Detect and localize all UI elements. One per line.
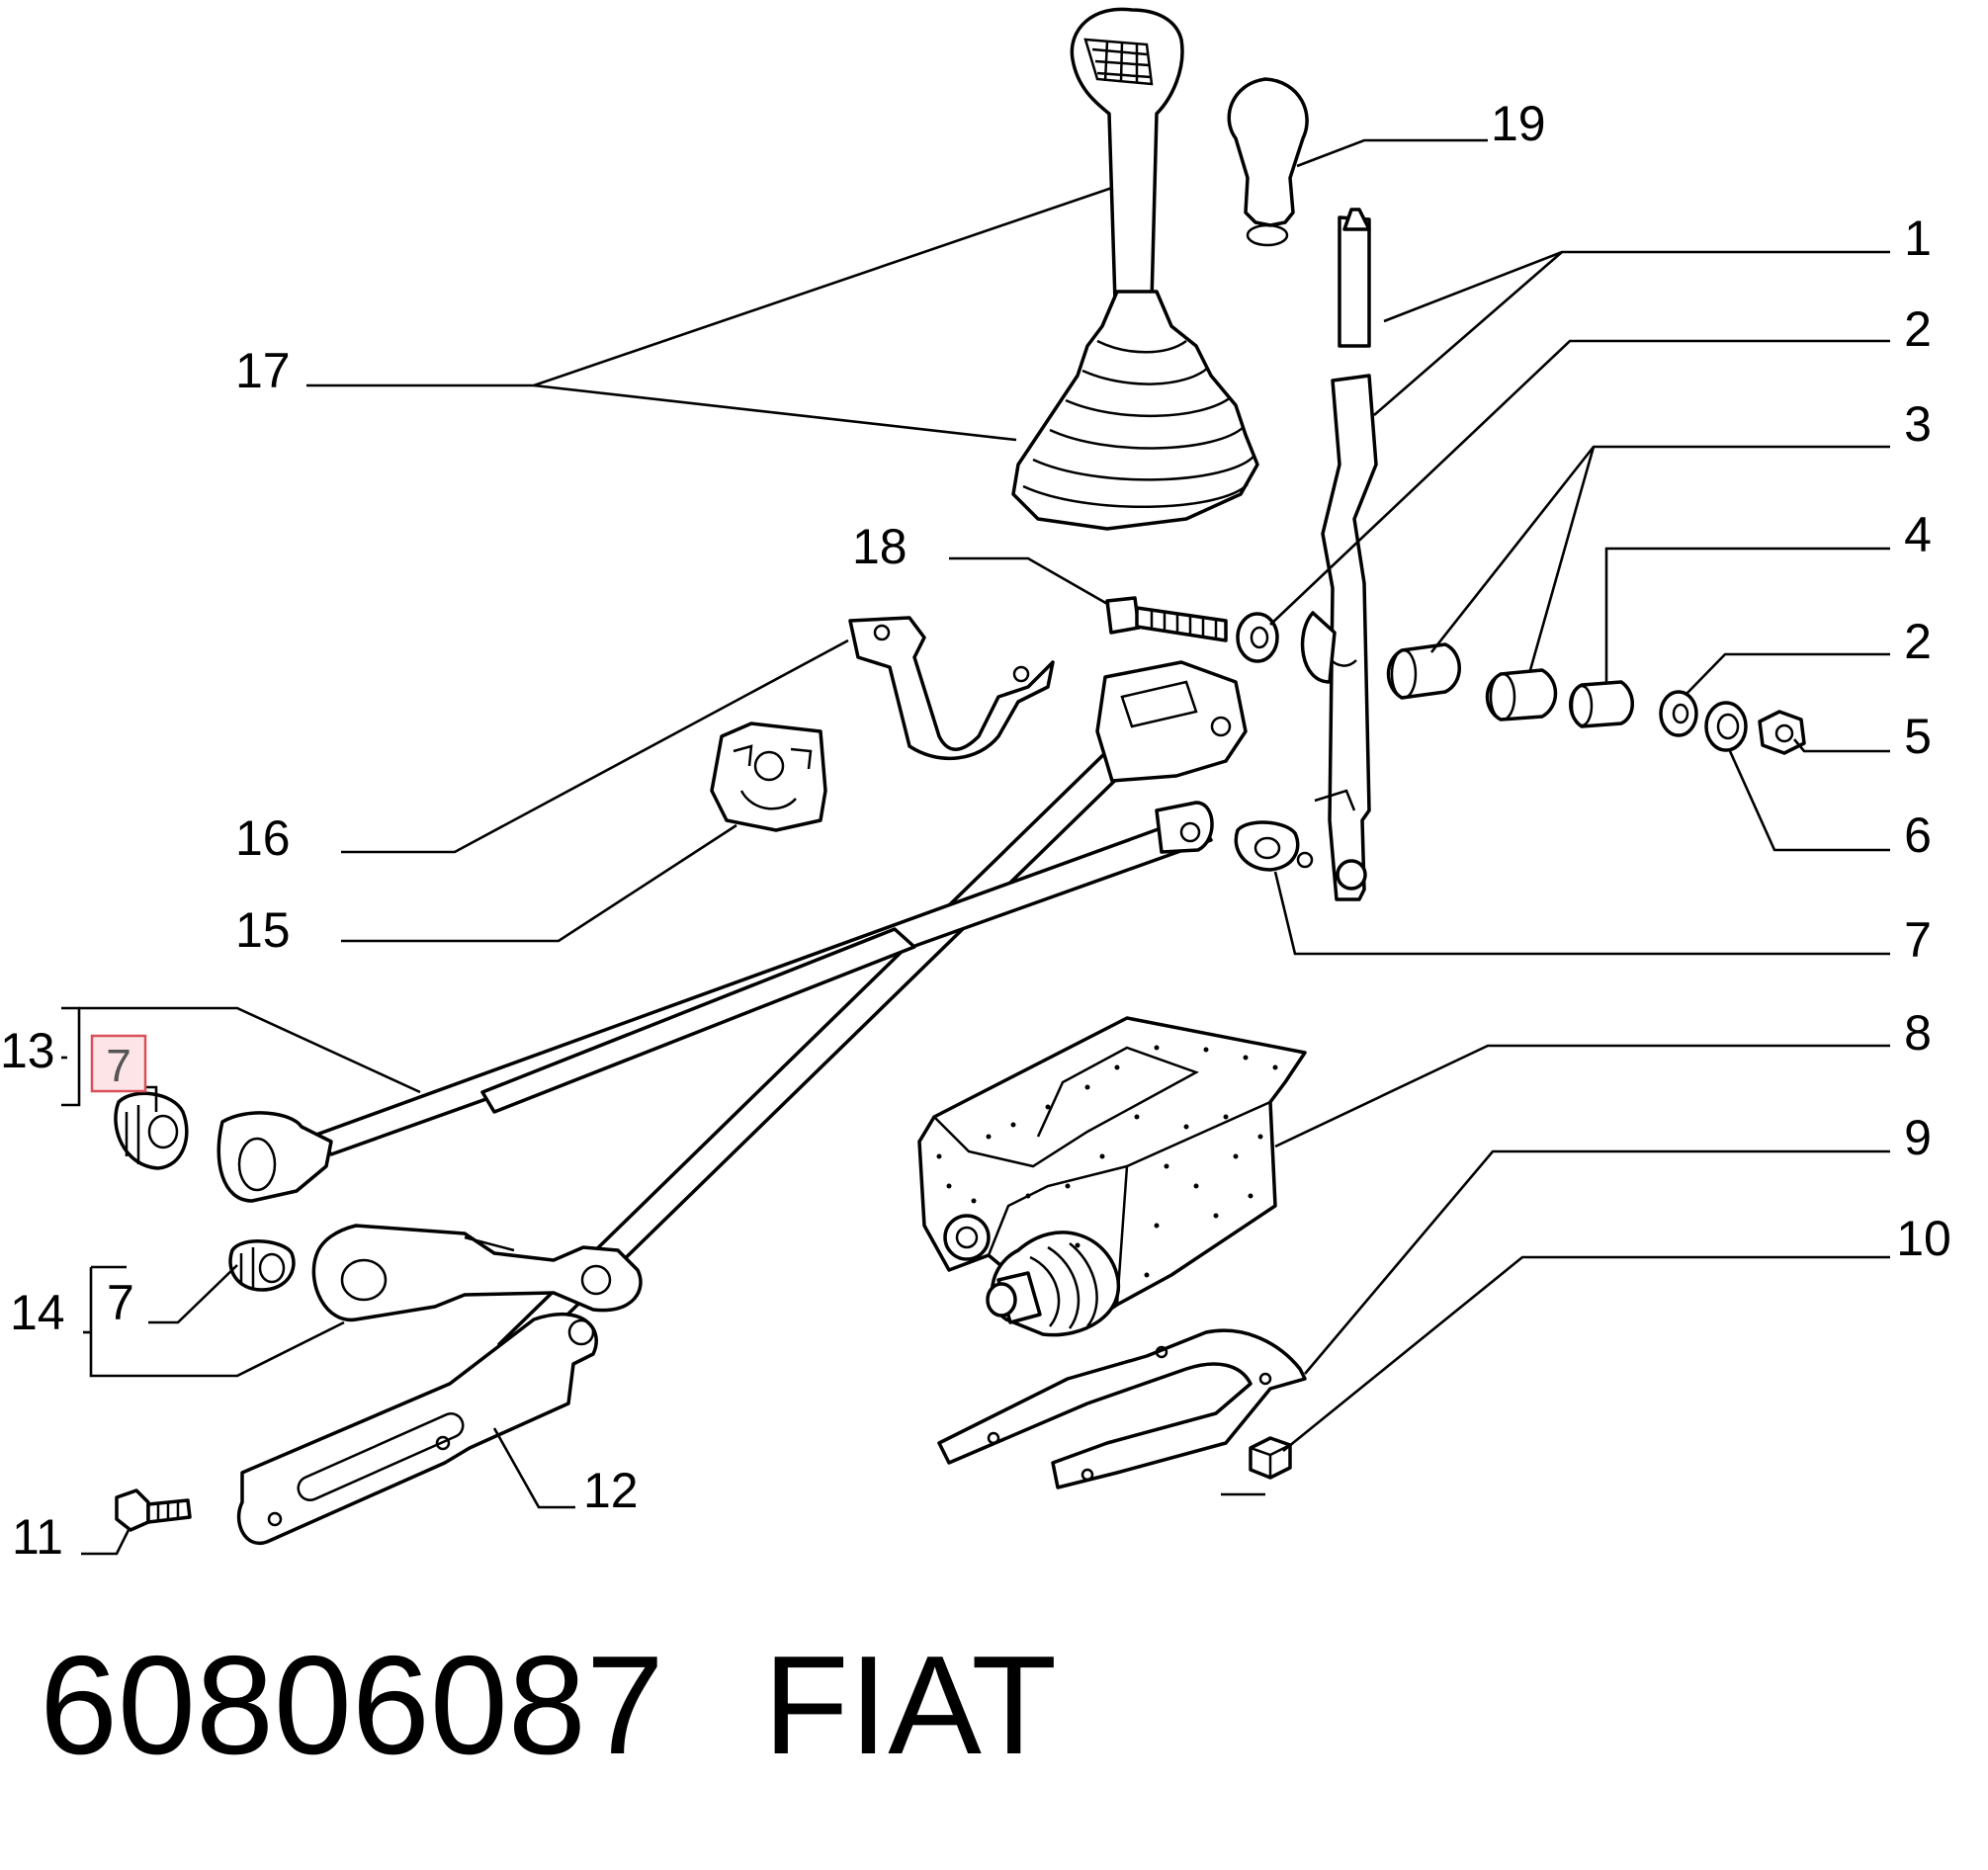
bushings-right <box>1105 596 1806 872</box>
selector-rod-part-1 <box>1300 208 1378 901</box>
mounting-plate-part-12 <box>236 1313 598 1546</box>
callout-2-lower: 2 <box>1904 614 1932 669</box>
callout-14-item-7: 7 <box>107 1275 134 1330</box>
gasket-part-9 <box>937 1328 1307 1489</box>
callout-3: 3 <box>1904 396 1932 452</box>
callout-13: 13 <box>0 1023 55 1078</box>
highlighted-callout-box[interactable] <box>90 1034 147 1093</box>
callout-4: 4 <box>1904 507 1932 562</box>
callout-1: 1 <box>1904 211 1932 266</box>
grommets-left-part-7 <box>114 1091 296 1292</box>
callout-9: 9 <box>1904 1110 1932 1165</box>
callout-5: 5 <box>1904 709 1932 764</box>
gear-lever-part-17 <box>1011 7 1259 531</box>
control-rods <box>216 660 1248 1361</box>
callout-18: 18 <box>852 519 908 574</box>
bracket-part-16 <box>848 616 1055 760</box>
callout-8: 8 <box>1904 1005 1932 1061</box>
callout-2-upper: 2 <box>1904 301 1932 357</box>
callout-12: 12 <box>583 1463 639 1518</box>
callout-16: 16 <box>235 810 291 866</box>
brand-name: FIAT <box>763 1627 1058 1784</box>
callout-17: 17 <box>235 343 291 398</box>
gear-knob-part-19 <box>1227 77 1309 247</box>
callout-14: 14 <box>10 1285 65 1340</box>
part-number: 60806087 <box>40 1627 664 1784</box>
callout-13-item-7[interactable]: 7 <box>106 1040 131 1091</box>
leader-lines <box>61 138 1890 1556</box>
callout-15: 15 <box>235 902 291 958</box>
callout-labels: 19 1 2 3 4 2 5 6 7 8 9 10 17 18 16 15 13… <box>0 96 1951 1565</box>
rubber-block-part-15 <box>710 722 827 832</box>
callout-11: 11 <box>12 1509 63 1565</box>
bolt-part-11 <box>115 1488 192 1532</box>
gear-housing-part-8 <box>917 1016 1307 1337</box>
nut-part-10 <box>1249 1436 1292 1480</box>
callout-6: 6 <box>1904 808 1932 863</box>
callout-7-right: 7 <box>1904 912 1932 968</box>
callout-10: 10 <box>1896 1211 1951 1266</box>
callout-19: 19 <box>1491 96 1546 151</box>
